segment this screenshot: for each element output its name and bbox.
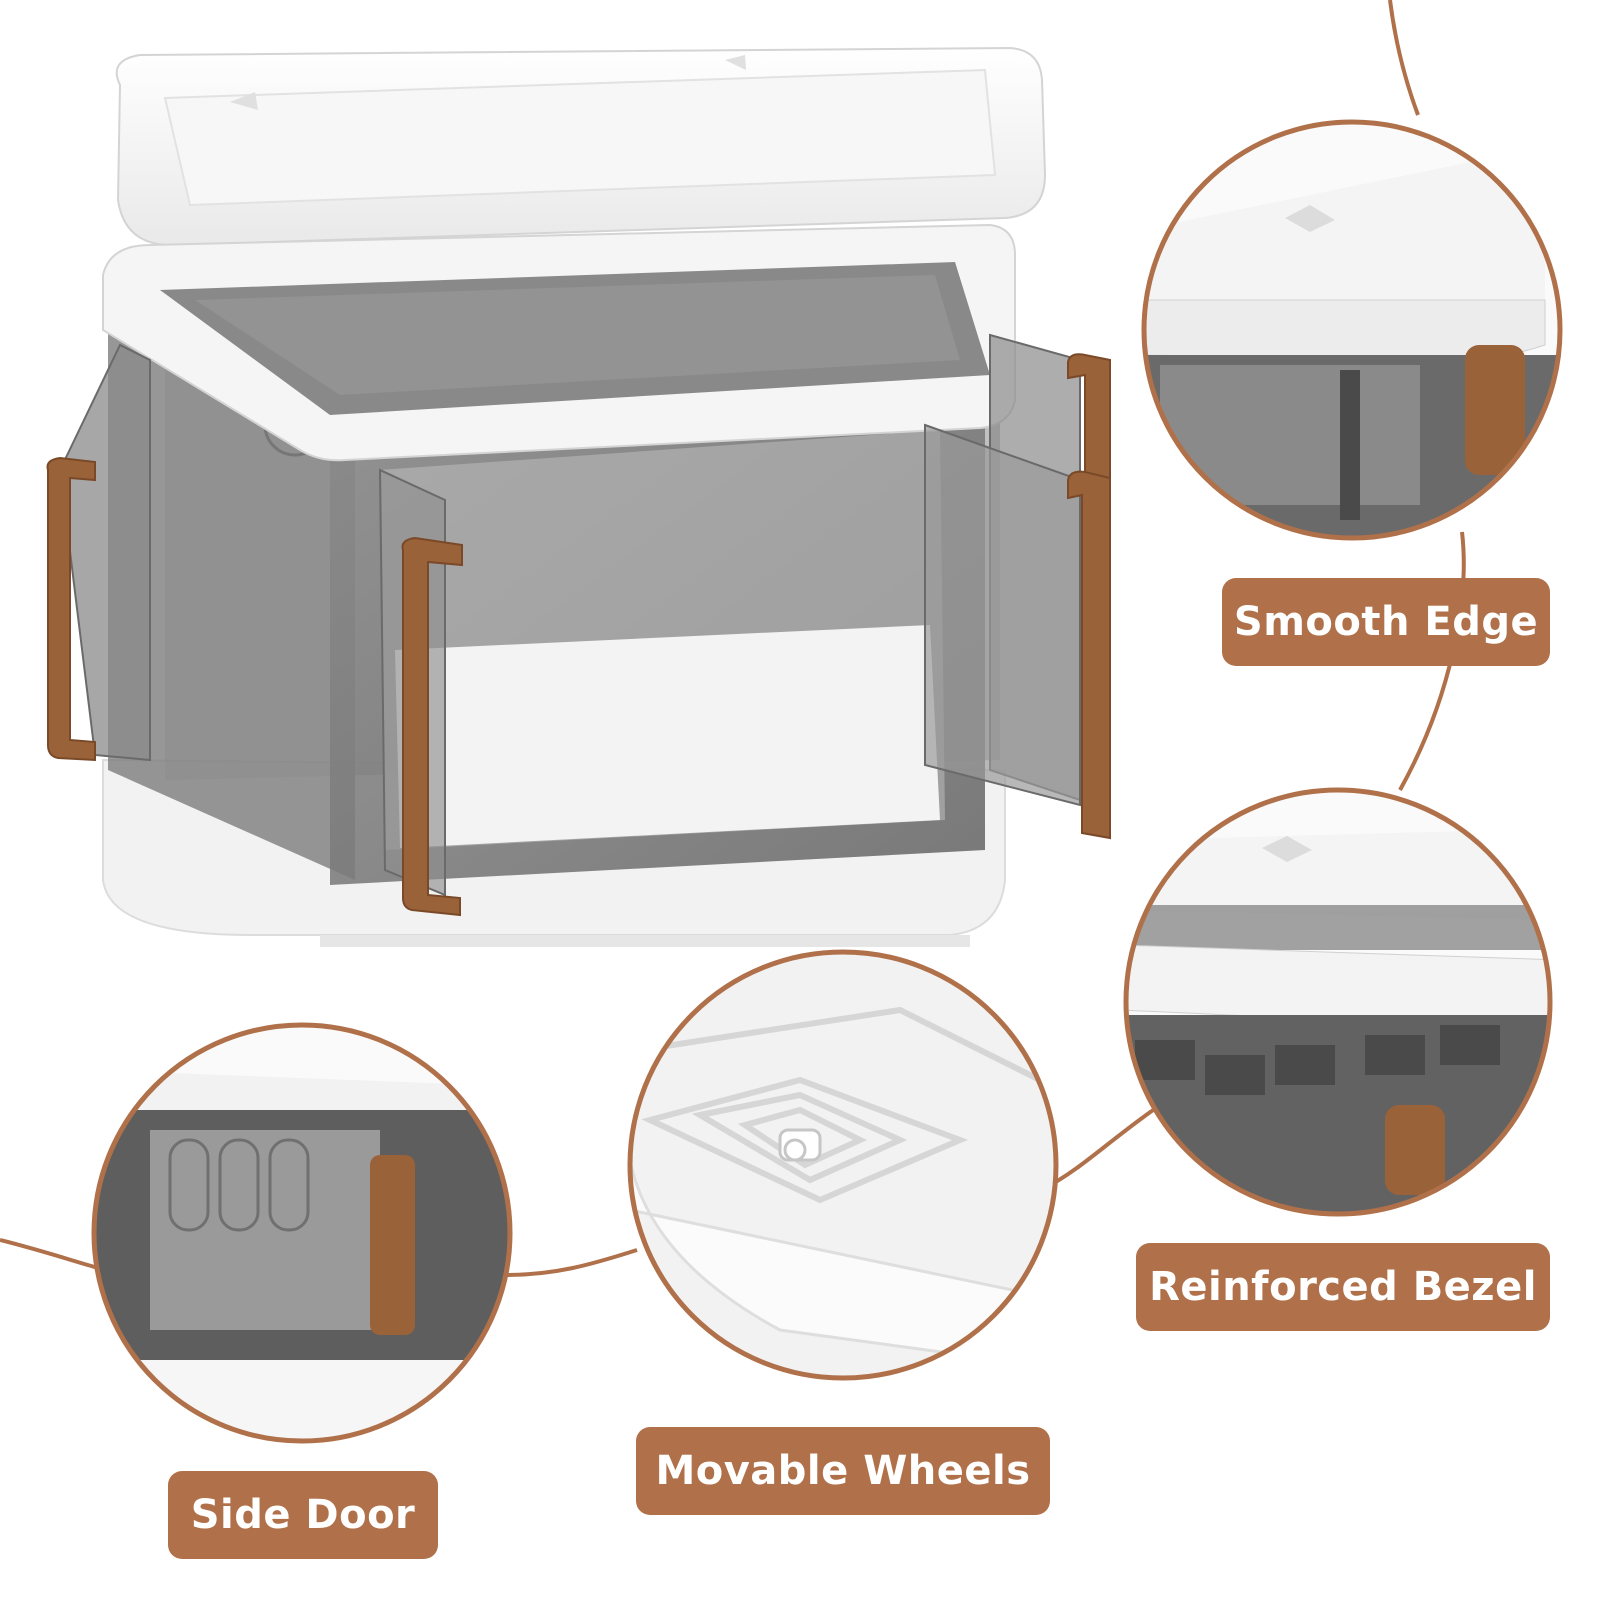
- connector-lines: [0, 0, 1466, 1277]
- handles: [46, 353, 1111, 917]
- detail-movable-wheels: [627, 949, 1059, 1381]
- connector-bezel-to-wheels: [1044, 1106, 1158, 1190]
- callout-label-smooth-edge: Smooth Edge: [1222, 578, 1550, 666]
- callout-label-movable-wheels: Movable Wheels: [636, 1427, 1050, 1515]
- storage-box: [46, 46, 1111, 947]
- detail-reinforced-bezel: [1123, 787, 1553, 1217]
- connector-smooth-edge: [1388, 0, 1420, 116]
- callout-label-side-door: Side Door: [168, 1471, 438, 1559]
- callout-label-reinforced-bezel: Reinforced Bezel: [1136, 1243, 1550, 1331]
- right-door-front: [924, 423, 1081, 807]
- connector-door-left: [0, 1238, 99, 1270]
- detail-side-door: [91, 1022, 513, 1444]
- left-door: [58, 343, 151, 762]
- connector-wheels-to-door: [504, 1248, 638, 1277]
- detail-smooth-edge: [1141, 119, 1563, 541]
